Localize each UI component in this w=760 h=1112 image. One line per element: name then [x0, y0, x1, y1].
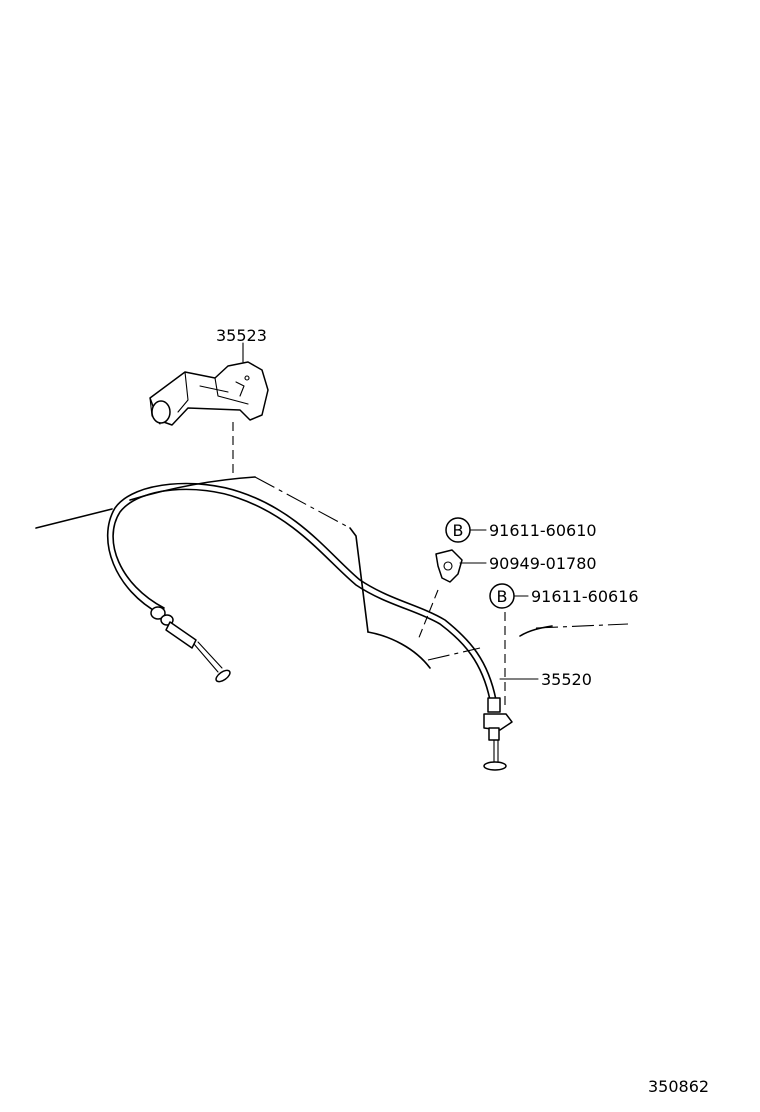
label-bracket: 35523	[216, 326, 267, 345]
bolt-marker-2: B	[489, 583, 515, 609]
parking-brake-cable	[106, 482, 513, 771]
clamp-90949-01780	[435, 549, 463, 583]
label-bolt-1: 91611-60610	[489, 521, 597, 540]
leader-lines	[242, 342, 539, 680]
cable-right-fitting	[483, 697, 513, 771]
svg-text:B: B	[497, 587, 508, 606]
reference-lines	[232, 422, 506, 706]
diagram-id: 350862	[648, 1077, 709, 1096]
label-clamp: 90949-01780	[489, 554, 597, 573]
bracket-35523	[149, 361, 269, 426]
bolt-marker-1: B	[445, 517, 471, 543]
label-cable: 35520	[541, 670, 592, 689]
label-bolt-2: 91611-60616	[531, 587, 639, 606]
cable-left-fitting	[150, 606, 231, 683]
svg-text:B: B	[453, 521, 464, 540]
